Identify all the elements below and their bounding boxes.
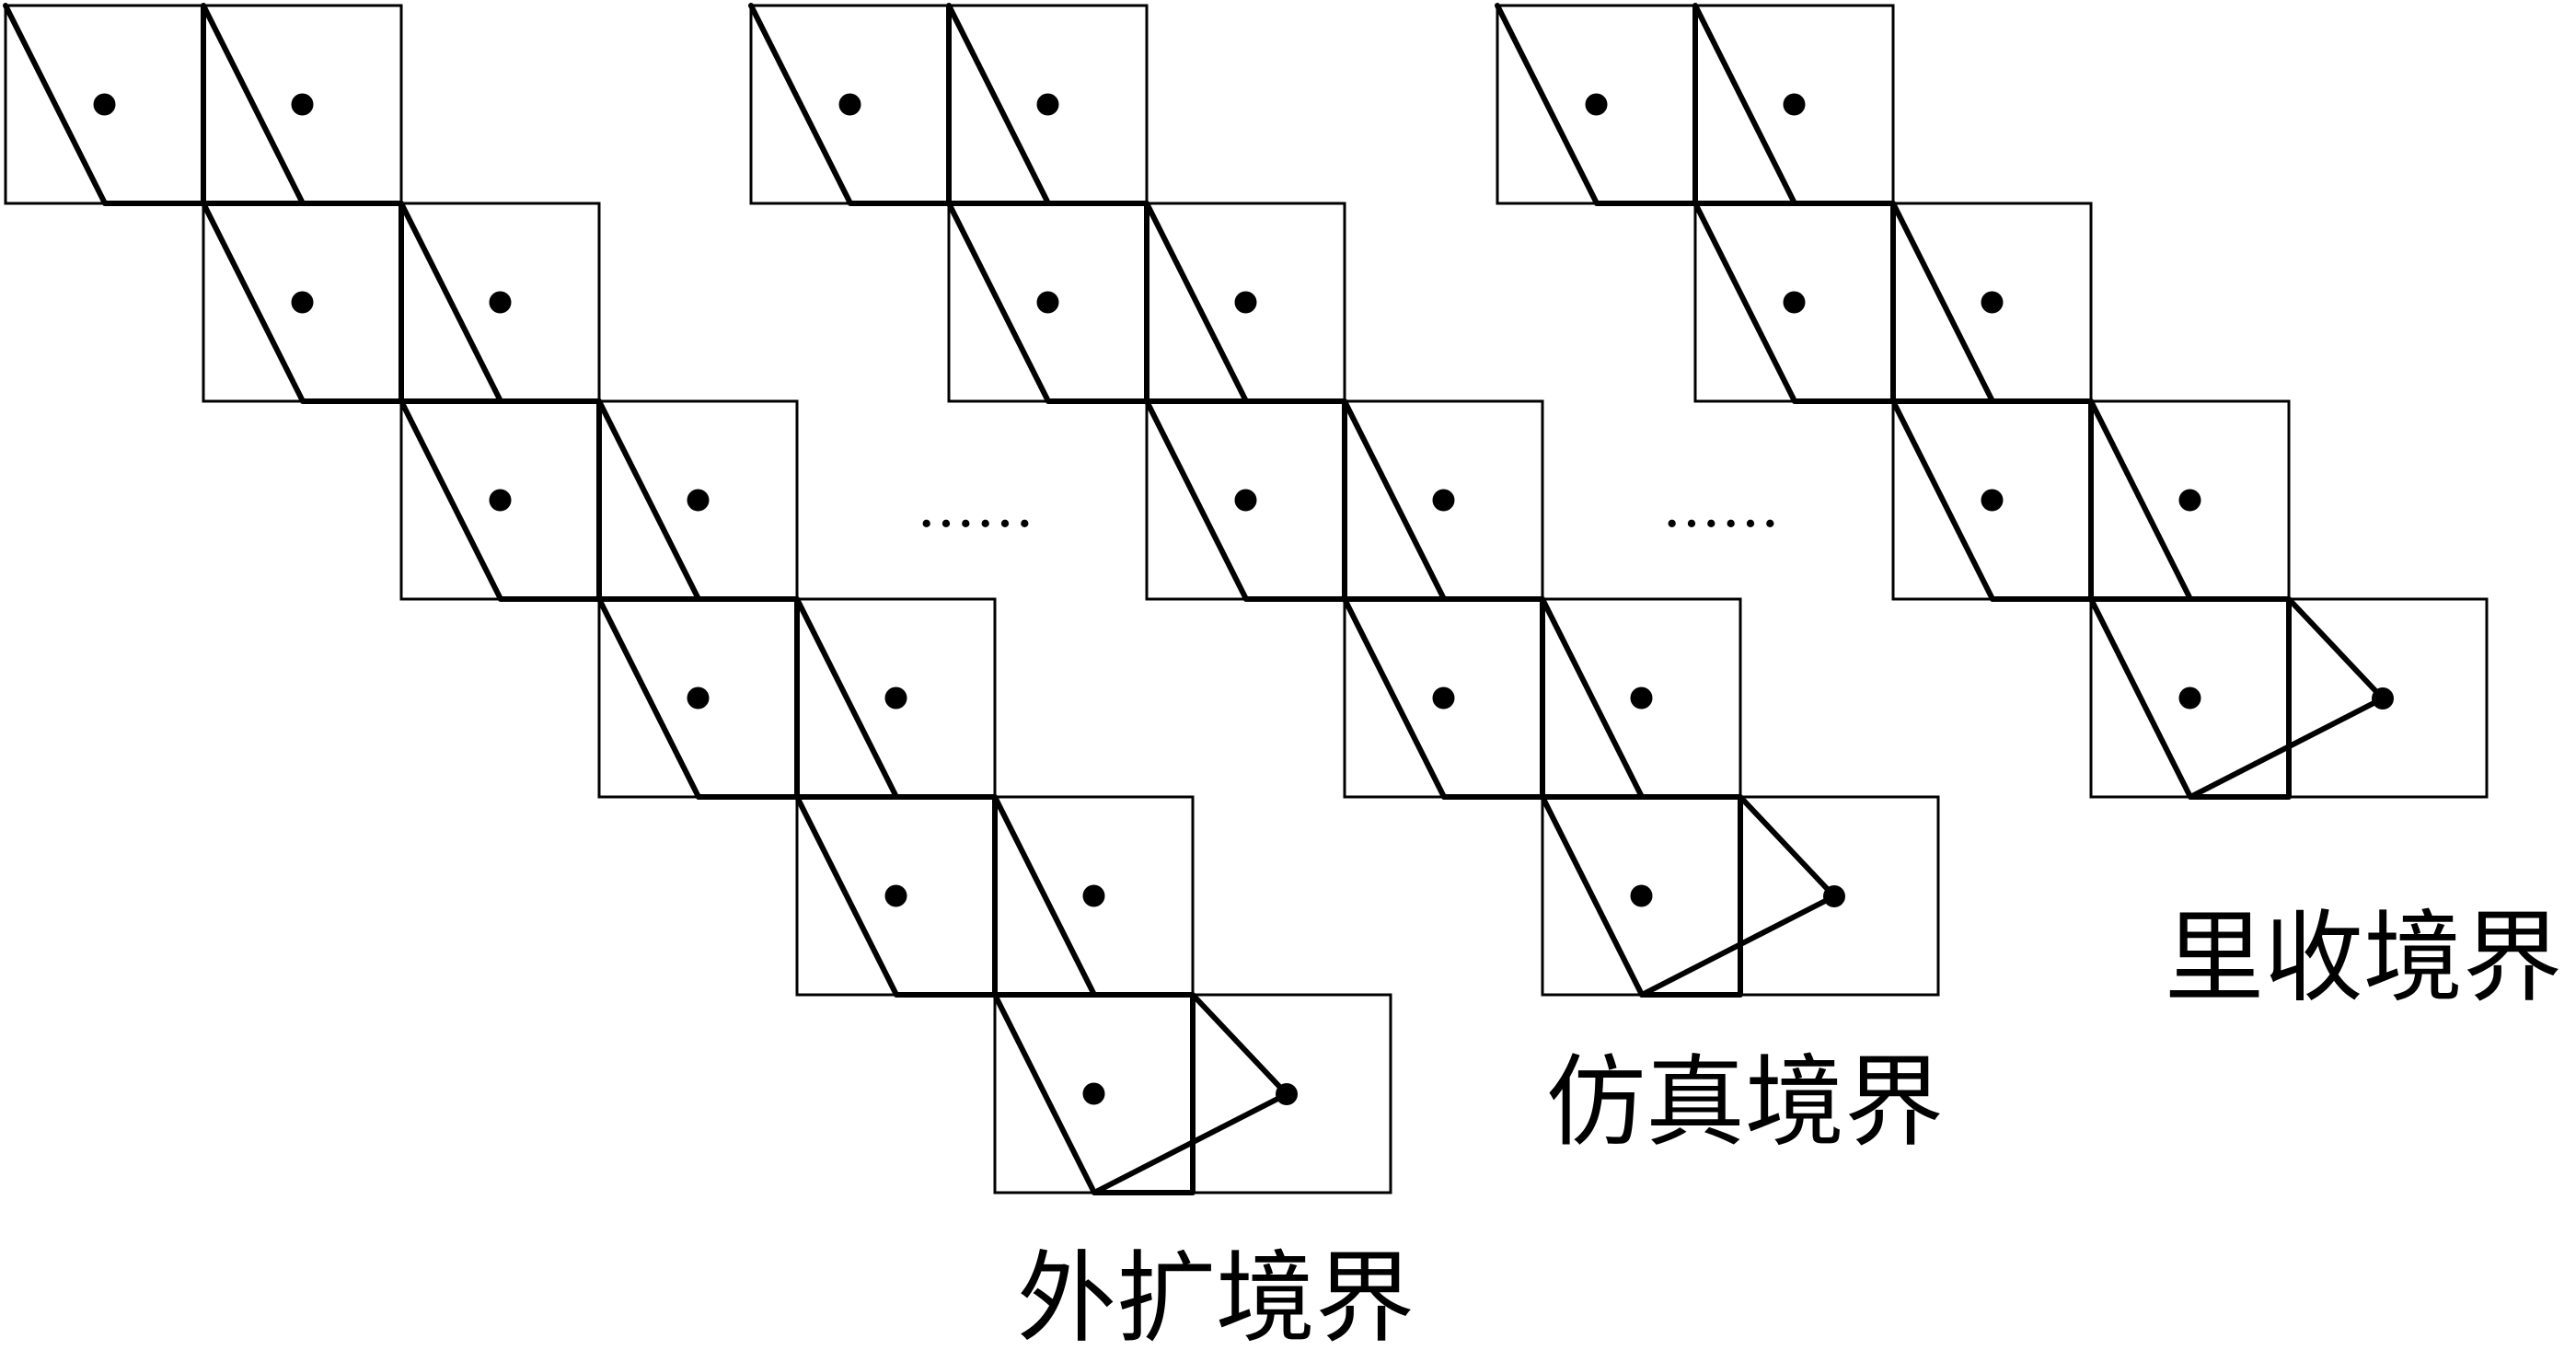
cell-center-dot (1783, 291, 1806, 314)
label-contracted-boundary: 里收境界 (2165, 901, 2562, 1016)
cell-center-dot (1036, 93, 1059, 116)
cell-center-dot (1082, 884, 1105, 907)
cell-center-dot (1630, 884, 1653, 907)
cell-center-dot (687, 687, 710, 710)
ellipsis-left: …… (917, 473, 1034, 541)
ellipsis-right: …… (1662, 473, 1780, 541)
cell-center-dot (1585, 93, 1608, 116)
boundary-end-dot (1276, 1083, 1298, 1105)
cell-center-dot (1630, 687, 1653, 710)
cell-center-dot (1234, 291, 1257, 314)
cell-center-dot (1036, 291, 1059, 314)
cell-center-dot (2178, 687, 2201, 710)
cell-center-dot (1432, 687, 1455, 710)
cell-center-dot (1432, 489, 1455, 512)
boundary-polyline (1495, 3, 2385, 800)
cell-center-dot (1783, 93, 1806, 116)
panel-expanded-boundary (3, 3, 1392, 1195)
cell-center-dot (1234, 489, 1257, 512)
cell-center-dot (1981, 291, 2004, 314)
panel-simulated-boundary (748, 3, 1940, 998)
cell-center-dot (2178, 489, 2201, 512)
label-simulated-boundary: 仿真境界 (1546, 1045, 1944, 1160)
label-expanded-boundary: 外扩境界 (1017, 1241, 1415, 1350)
cell-center-dot (291, 93, 314, 116)
cell-center-dot (687, 489, 710, 512)
cell-center-dot (489, 291, 512, 314)
boundary-end-dot (1823, 885, 1845, 907)
cell-center-dot (1082, 1082, 1105, 1105)
cell-center-dot (884, 884, 907, 907)
cell-center-dot (884, 687, 907, 710)
panel-contracted-boundary (1495, 3, 2489, 800)
boundary-polyline (3, 3, 1289, 1195)
cell-center-dot (93, 93, 116, 116)
cell-center-dot (838, 93, 861, 116)
cell-center-dot (1981, 489, 2004, 512)
boundary-end-dot (2372, 687, 2394, 710)
cell-center-dot (489, 489, 512, 512)
boundary-polyline (748, 3, 1837, 998)
cell-center-dot (291, 291, 314, 314)
